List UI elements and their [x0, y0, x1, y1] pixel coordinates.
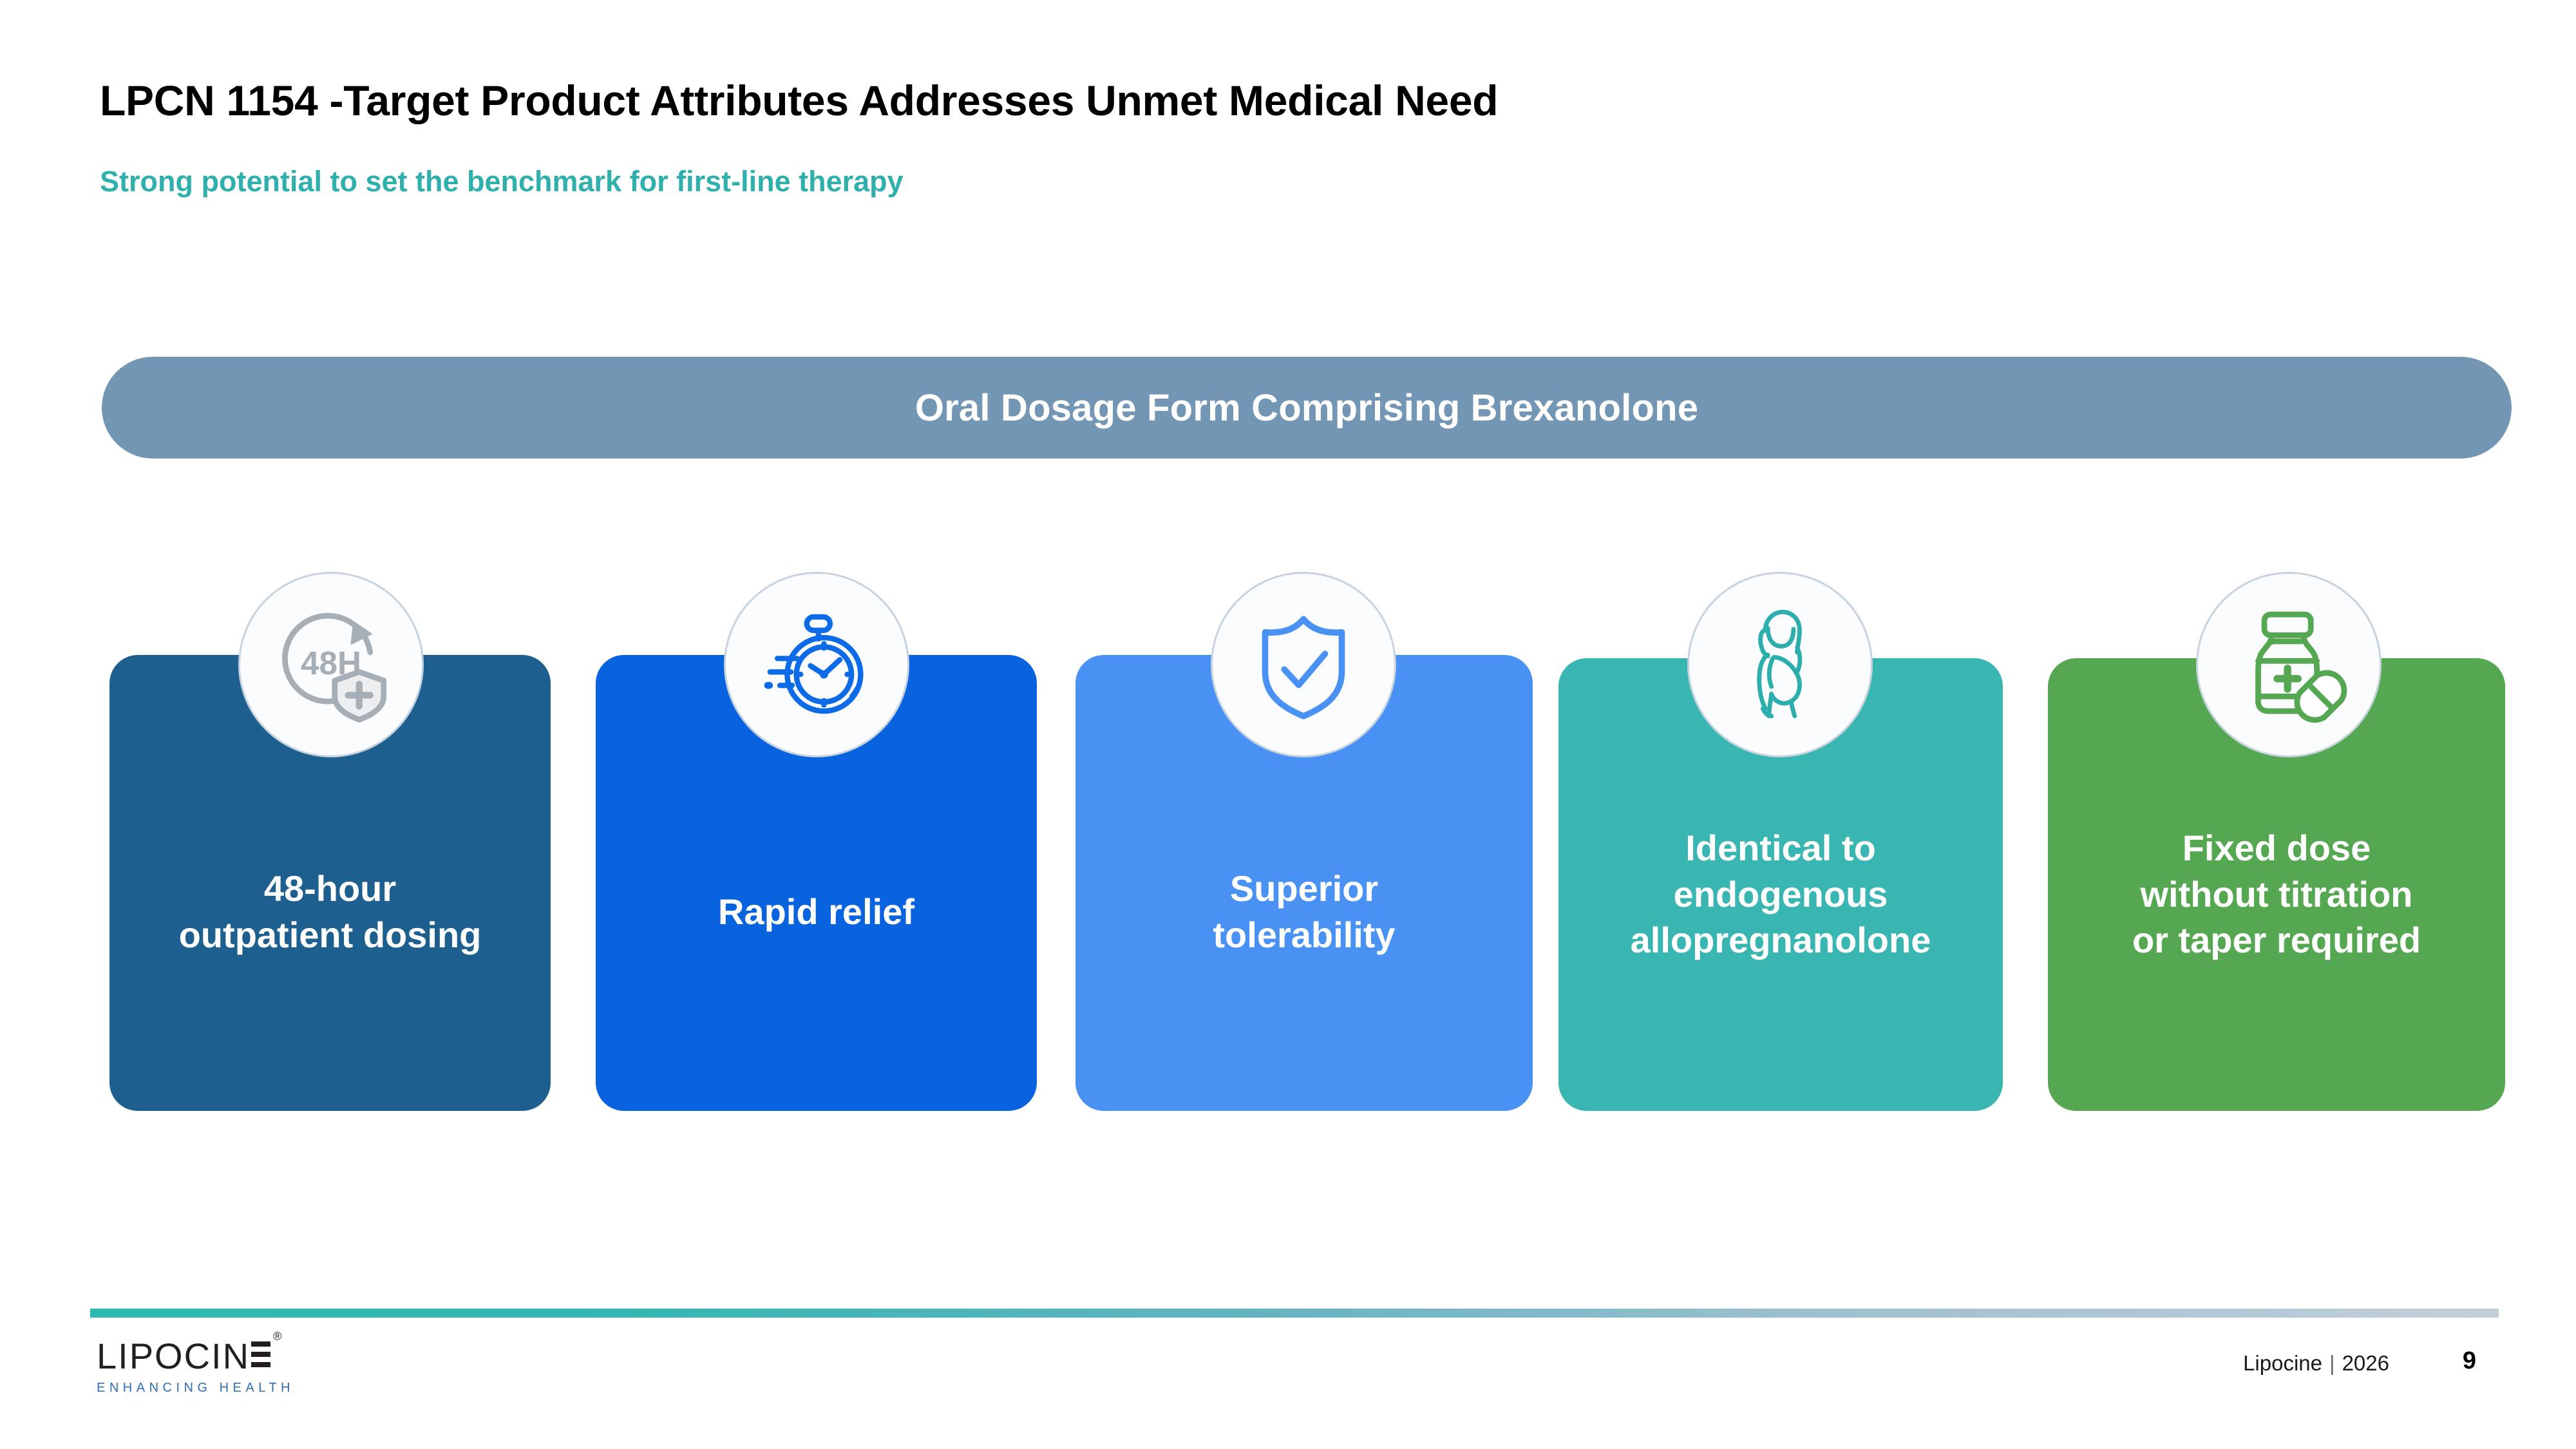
48h-shield-icon: 48H — [238, 572, 424, 757]
card-label: Superior tolerability — [1213, 868, 1396, 955]
page-title: LPCN 1154 -Target Product Attributes Add… — [100, 77, 1499, 124]
card-label: Rapid relief — [718, 891, 914, 933]
footer-year: 2026 — [2342, 1351, 2389, 1375]
footer-meta: Lipocine | 2026 — [2243, 1351, 2389, 1376]
footer-accent-line — [90, 1309, 2499, 1318]
logo-wordmark: LIPOCIN ® — [97, 1331, 281, 1376]
banner-label: Oral Dosage Form Comprising Brexanolone — [914, 386, 1699, 429]
footer-separator: | — [2329, 1351, 2335, 1375]
shield-check-icon — [1211, 572, 1396, 757]
banner-oral-dosage-form: Oral Dosage Form Comprising Brexanolone — [102, 357, 2512, 459]
fast-stopwatch-icon — [724, 572, 909, 757]
card-label: Fixed dose without titration or taper re… — [2132, 827, 2421, 961]
page-subtitle: Strong potential to set the benchmark fo… — [100, 165, 904, 198]
pregnant-woman-icon — [1687, 572, 1873, 757]
logo-word-text: LIPOCIN — [97, 1336, 251, 1376]
attribute-card-superior-tolerability[interactable]: Superior tolerability — [1075, 655, 1533, 1111]
page-number: 9 — [2462, 1347, 2476, 1374]
card-label: 48-hour outpatient dosing — [178, 868, 482, 955]
lipocine-logo: LIPOCIN ® ENHANCING HEALTH — [97, 1331, 341, 1396]
logo-registered-mark: ® — [273, 1330, 283, 1343]
card-label: Identical to endogenous allopregnanolone — [1630, 827, 1931, 961]
medicine-bottle-pill-icon — [2196, 572, 2382, 757]
logo-tagline: ENHANCING HEALTH — [97, 1381, 294, 1395]
footer-company: Lipocine — [2243, 1351, 2322, 1375]
